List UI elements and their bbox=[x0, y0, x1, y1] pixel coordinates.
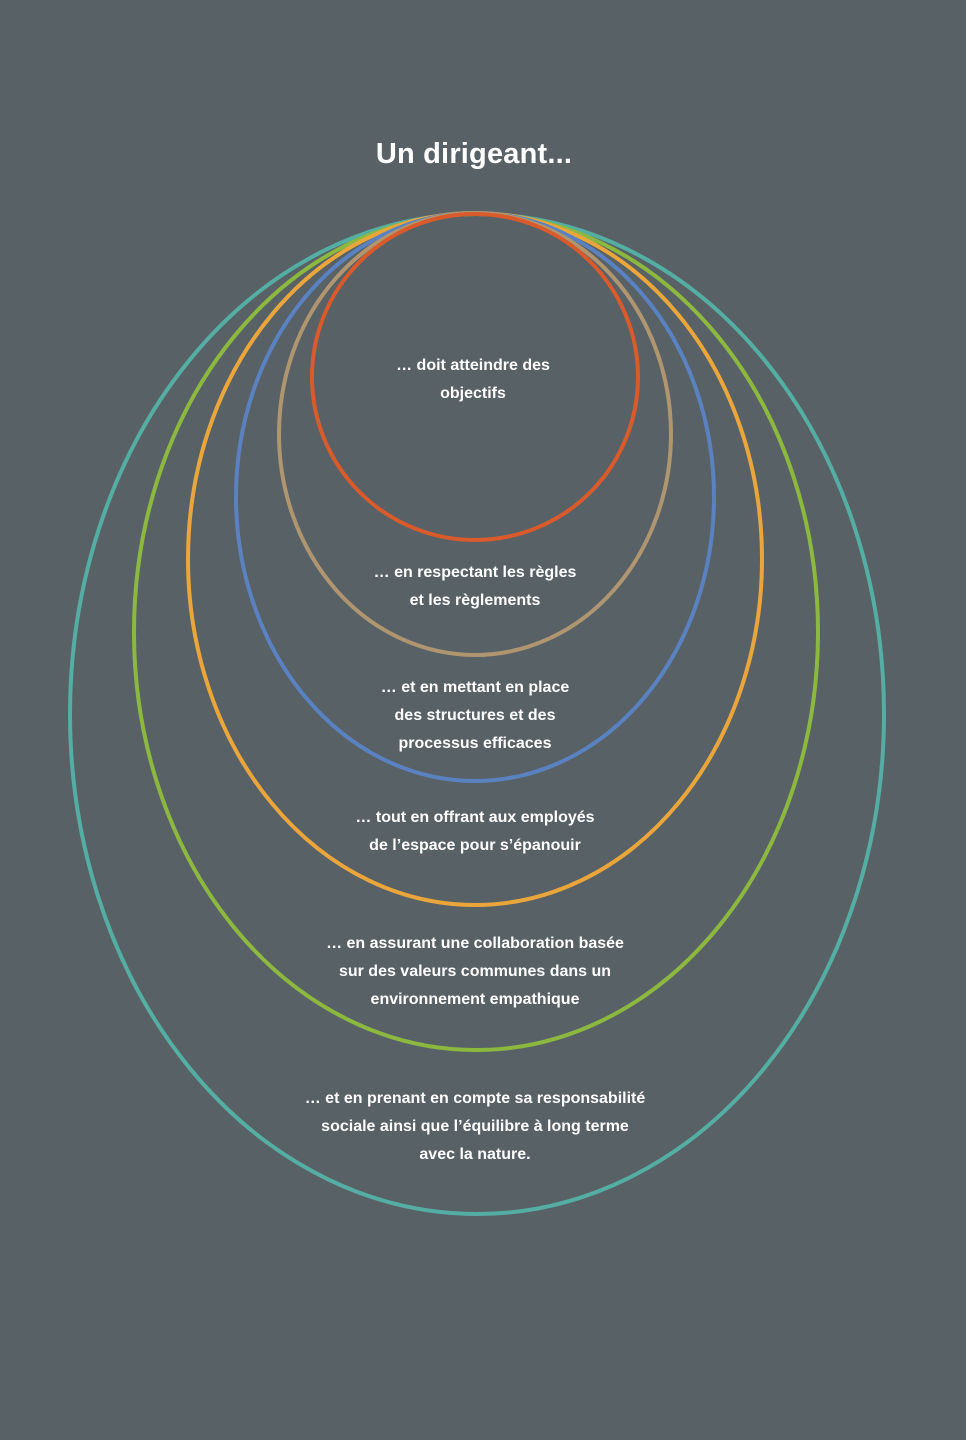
label-line: sur des valeurs communes dans un bbox=[338, 963, 612, 980]
label-nature: … et en prenant en compte sa responsabil… bbox=[305, 1085, 646, 1169]
ring-objectives bbox=[310, 212, 640, 542]
label-line: objectifs bbox=[440, 385, 506, 402]
label-line: … tout en offrant aux employés bbox=[355, 809, 595, 826]
label-objectives: … doit atteindre des objectifs bbox=[396, 352, 550, 408]
label-line: … et en mettant en place bbox=[380, 679, 570, 696]
label-line: processus efficaces bbox=[398, 735, 552, 752]
label-line: environnement empathique bbox=[370, 991, 580, 1008]
label-line: des structures et des bbox=[394, 707, 556, 724]
label-line: avec la nature. bbox=[419, 1146, 531, 1163]
ring-collaboration bbox=[132, 212, 820, 1052]
label-line: sociale ainsi que l’équilibre à long ter… bbox=[321, 1118, 629, 1135]
label-collaboration: … en assurant une collaboration basée su… bbox=[326, 930, 624, 1014]
label-structures: … et en mettant en place des structures … bbox=[381, 674, 570, 758]
label-line: de l’espace pour s’épanouir bbox=[369, 837, 581, 854]
label-line: … en respectant les règles bbox=[373, 564, 577, 581]
label-line: … et en prenant en compte sa responsabil… bbox=[304, 1090, 646, 1107]
label-employees: … tout en offrant aux employés de l’espa… bbox=[355, 804, 594, 860]
diagram-title: Un dirigeant... bbox=[375, 138, 573, 170]
label-line: et les règlements bbox=[409, 592, 541, 609]
label-line: … doit atteindre des bbox=[396, 357, 550, 374]
label-rules: … en respectant les règles et les règlem… bbox=[374, 559, 577, 615]
label-line: … en assurant une collaboration basée bbox=[326, 935, 624, 952]
